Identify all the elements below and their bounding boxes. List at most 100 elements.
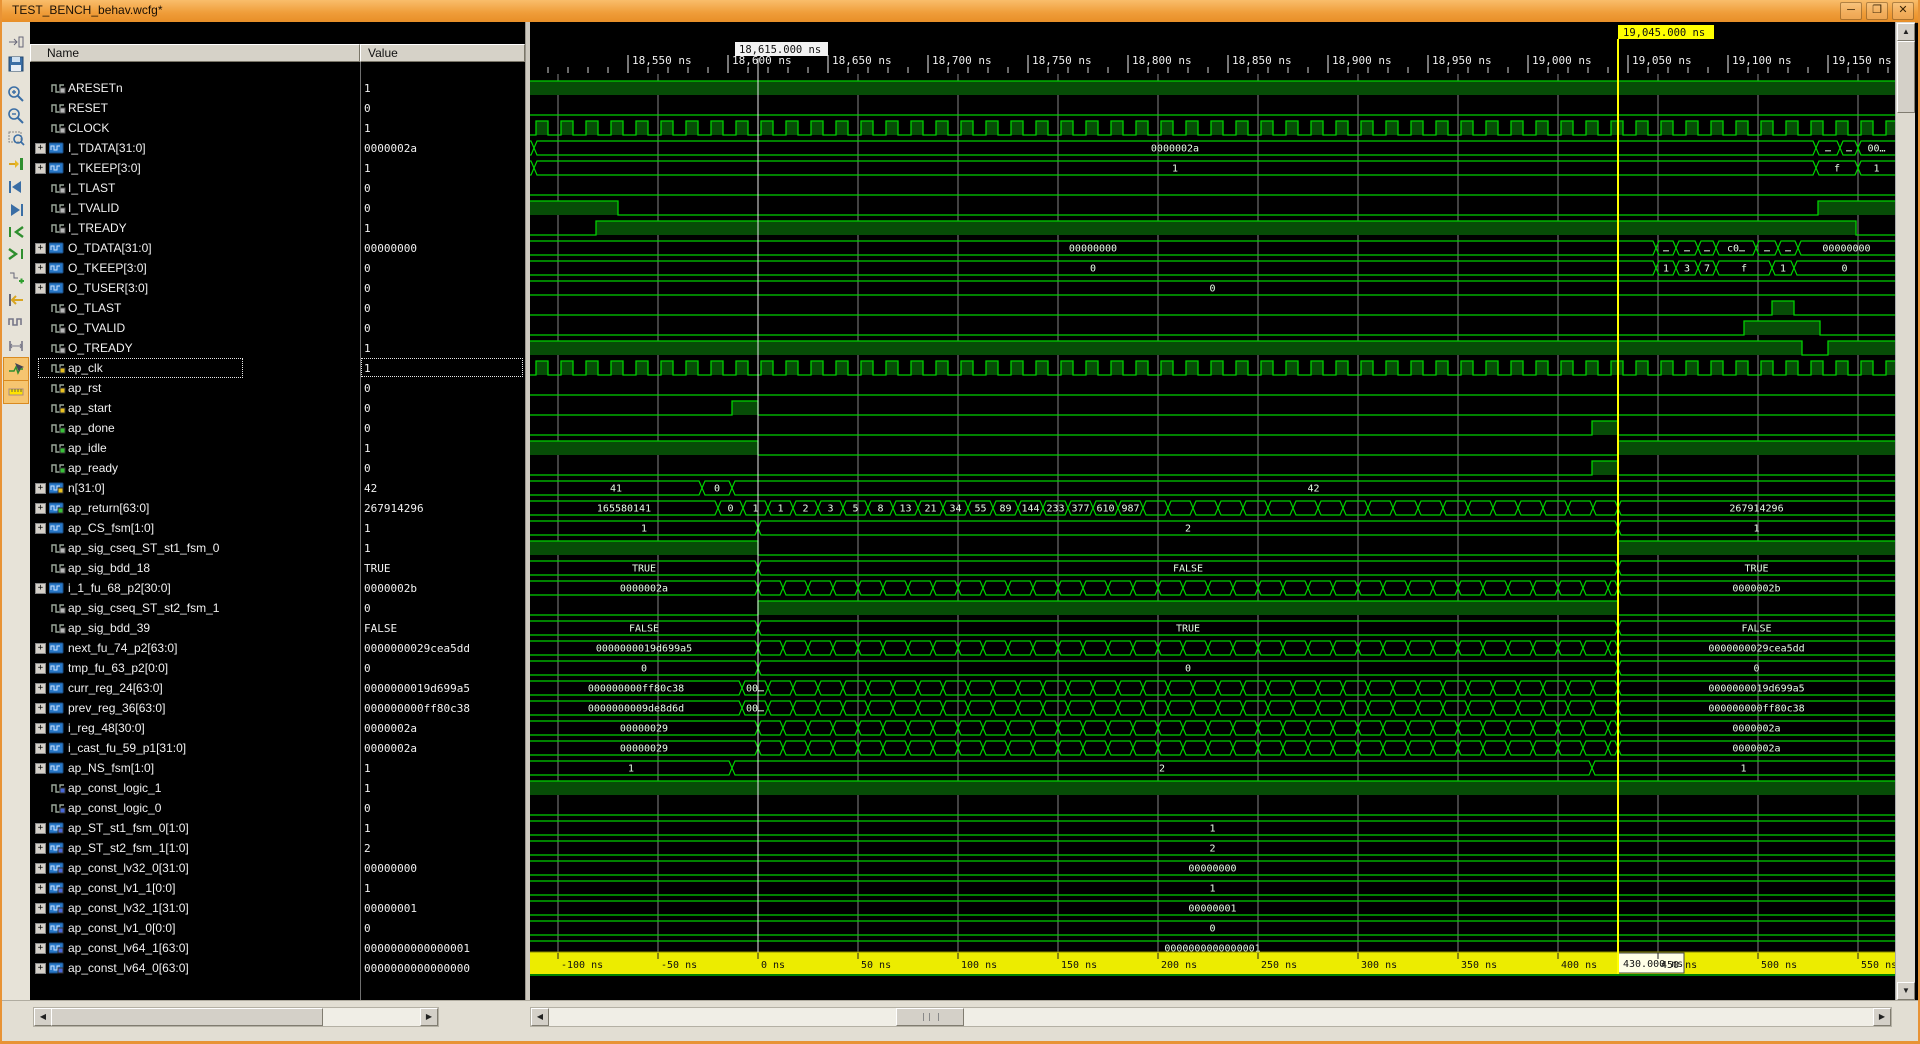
expand-icon[interactable]: + <box>35 963 46 974</box>
expand-icon[interactable]: + <box>35 743 46 754</box>
signal-row-i_cast_fu_59_p1[interactable]: +i_cast_fu_59_p1[31:0]0000002a <box>30 738 525 758</box>
signal-row-ap_const_lv32_0[interactable]: +ap_const_lv32_0[31:0]00000000 <box>30 858 525 878</box>
signal-row-ap_const_lv1_0[interactable]: +ap_const_lv1_0[0:0]0 <box>30 918 525 938</box>
signal-row-ap_const_lv32_1[interactable]: +ap_const_lv32_1[31:0]00000001 <box>30 898 525 918</box>
scroll-down-button[interactable]: ▼ <box>1897 982 1915 1000</box>
signal-row-i_reg_48[interactable]: +i_reg_48[30:0]0000002a <box>30 718 525 738</box>
expand-icon[interactable]: + <box>35 943 46 954</box>
expand-icon[interactable]: + <box>35 483 46 494</box>
snap-to-transition-left-button[interactable] <box>3 220 29 244</box>
expand-icon[interactable]: + <box>35 503 46 514</box>
expand-icon[interactable]: + <box>35 163 46 174</box>
ruler-mode-button[interactable] <box>3 380 29 404</box>
value-column-header[interactable]: Value <box>360 44 525 62</box>
wave-scroll-right-button[interactable]: ▶ <box>1873 1008 1891 1026</box>
minimize-button[interactable]: ─ <box>1840 2 1862 20</box>
signal-row-ap_return[interactable]: +ap_return[63:0]267914296 <box>30 498 525 518</box>
signal-row-ap_CS_fsm[interactable]: +ap_CS_fsm[1:0]1 <box>30 518 525 538</box>
wave-horizontal-scrollbar[interactable]: ◀ ▶ <box>530 1007 1892 1027</box>
name-column-header[interactable]: Name <box>30 44 360 62</box>
signal-row-ap_const_lv1_1[interactable]: +ap_const_lv1_1[0:0]1 <box>30 878 525 898</box>
go-to-time-button[interactable] <box>3 152 29 176</box>
zoom-in-button[interactable] <box>3 82 29 106</box>
expand-icon[interactable]: + <box>35 903 46 914</box>
wave-scroll-thumb[interactable] <box>896 1008 964 1026</box>
measure-button[interactable] <box>3 334 29 358</box>
tree-horizontal-scrollbar[interactable]: ◀ ▶ <box>33 1007 439 1027</box>
expand-icon[interactable]: + <box>35 643 46 654</box>
signal-row-ap_NS_fsm[interactable]: +ap_NS_fsm[1:0]1 <box>30 758 525 778</box>
tree-scroll-thumb[interactable] <box>51 1008 323 1026</box>
maximize-button[interactable]: ❐ <box>1866 2 1888 20</box>
add-wave-button[interactable] <box>3 266 29 290</box>
swap-cursor-button[interactable] <box>3 288 29 312</box>
tree-scroll-left-button[interactable]: ◀ <box>34 1008 52 1026</box>
expand-icon[interactable]: + <box>35 283 46 294</box>
expand-icon[interactable]: + <box>35 143 46 154</box>
signal-row-ap_ST_st2_fsm_1[interactable]: +ap_ST_st2_fsm_1[1:0]2 <box>30 838 525 858</box>
panel-splitter[interactable] <box>525 22 531 1044</box>
column-divider[interactable] <box>360 62 361 1000</box>
wave-style-button[interactable] <box>3 310 29 334</box>
signal-row-curr_reg_24[interactable]: +curr_reg_24[63:0]0000000019d699a5 <box>30 678 525 698</box>
expand-icon[interactable]: + <box>35 763 46 774</box>
previous-transition-button[interactable] <box>3 175 29 199</box>
zoom-out-button[interactable] <box>3 104 29 128</box>
signal-row-ap_const_lv64_1[interactable]: +ap_const_lv64_1[63:0]0000000000000001 <box>30 938 525 958</box>
wave-scroll-left-button[interactable]: ◀ <box>531 1008 549 1026</box>
expand-icon[interactable]: + <box>35 843 46 854</box>
dock-toggle-button[interactable] <box>3 30 29 54</box>
signal-row-ap_ST_st1_fsm_0[interactable]: +ap_ST_st1_fsm_0[1:0]1 <box>30 818 525 838</box>
expand-icon[interactable]: + <box>35 663 46 674</box>
signal-row-prev_reg_36[interactable]: +prev_reg_36[63:0]000000000ff80c38 <box>30 698 525 718</box>
signal-row-i_1_fu_68_p2[interactable]: +i_1_fu_68_p2[30:0]0000002b <box>30 578 525 598</box>
signal-row-tmp_fu_63_p2[interactable]: +tmp_fu_63_p2[0:0]0 <box>30 658 525 678</box>
signal-row-next_fu_74_p2[interactable]: +next_fu_74_p2[63:0]0000000029cea5dd <box>30 638 525 658</box>
zoom-to-full-view-button[interactable] <box>3 126 29 150</box>
vertical-scroll-thumb[interactable] <box>1897 41 1915 113</box>
signal-row-O_TDATA[interactable]: +O_TDATA[31:0]00000000 <box>30 238 525 258</box>
signal-row-ap_const_lv64_0[interactable]: +ap_const_lv64_0[63:0]0000000000000000 <box>30 958 525 978</box>
signal-row-n[interactable]: +n[31:0]42 <box>30 478 525 498</box>
close-button[interactable]: ✕ <box>1892 2 1914 20</box>
marker-cursor-button[interactable] <box>3 357 29 381</box>
expand-icon[interactable]: + <box>35 863 46 874</box>
vertical-scrollbar[interactable]: ▲ ▼ <box>1895 22 1915 1000</box>
snap-to-transition-right-button[interactable] <box>3 242 29 266</box>
tree-scroll-right-button[interactable]: ▶ <box>420 1008 438 1026</box>
expand-icon[interactable]: + <box>35 243 46 254</box>
expand-icon[interactable]: + <box>35 703 46 714</box>
expand-icon[interactable]: + <box>35 583 46 594</box>
signal-row-O_TKEEP[interactable]: +O_TKEEP[3:0]0 <box>30 258 525 278</box>
expand-icon[interactable]: + <box>35 683 46 694</box>
signal-row-I_TKEEP[interactable]: +I_TKEEP[3:0]1 <box>30 158 525 178</box>
expand-icon[interactable]: + <box>35 523 46 534</box>
expand-icon[interactable]: + <box>35 883 46 894</box>
expand-icon[interactable]: + <box>35 723 46 734</box>
expand-icon[interactable]: + <box>35 263 46 274</box>
expand-icon[interactable]: + <box>35 823 46 834</box>
